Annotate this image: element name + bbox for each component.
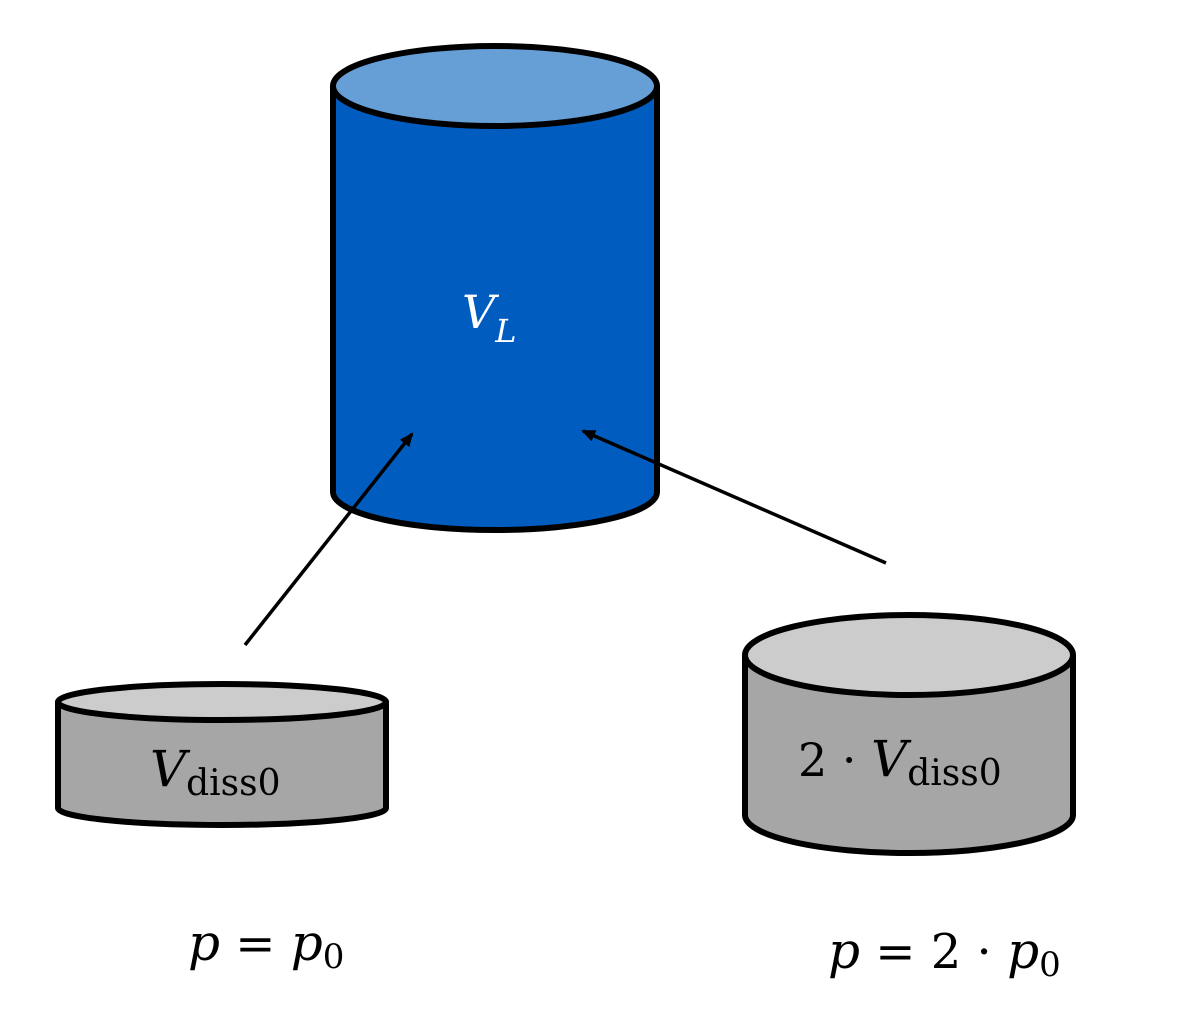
pressure-label-left: p = p0 (160, 914, 364, 977)
small-left-cylinder-top (55, 681, 389, 723)
small-right-cylinder-label: 2 · Vdiss0 (798, 730, 1002, 794)
small-left-cylinder-body (55, 699, 389, 828)
small-left-cylinder-label: Vdiss0 (150, 740, 281, 804)
small-right-cylinder: 2 · Vdiss0 (742, 612, 1076, 856)
large-cylinder-body (330, 83, 660, 533)
pressure-label-right: p = 2 · p0 (800, 922, 1081, 985)
large-cylinder-top (330, 43, 660, 129)
arrow-left-to-large (243, 432, 414, 647)
small-right-cylinder-top (742, 612, 1076, 698)
large-cylinder: VL (330, 43, 660, 533)
small-right-cylinder-body (742, 652, 1076, 856)
large-cylinder-label: VL (462, 285, 516, 350)
small-left-cylinder: Vdiss0 (55, 681, 389, 828)
arrow-right-to-large (581, 429, 887, 565)
